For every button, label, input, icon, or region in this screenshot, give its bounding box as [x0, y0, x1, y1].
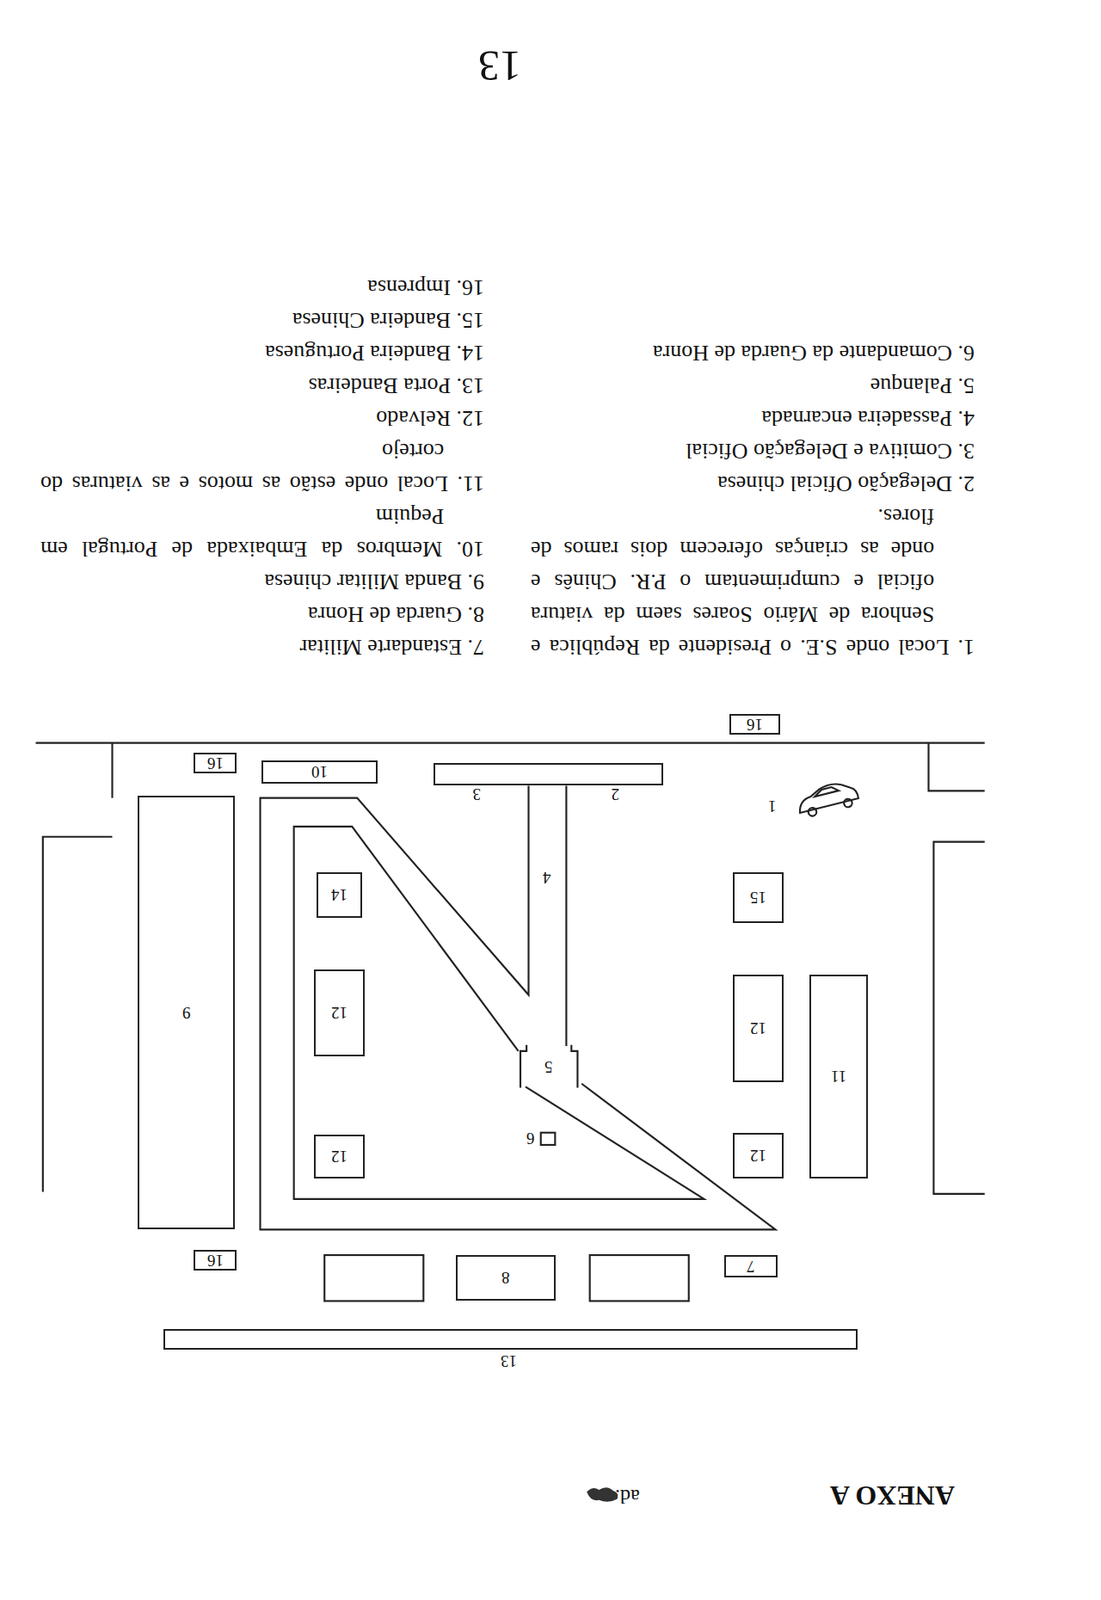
standard-box: 7 — [724, 1254, 778, 1278]
callout-number: 12 — [750, 1020, 767, 1037]
legend-column: 7. Estandarte Militar8. Guarda de Honra9… — [40, 229, 485, 664]
legend-item: 3. Comitiva e Delegação Oficial — [530, 434, 975, 468]
vehicle-area: 11 — [809, 974, 868, 1179]
callout-number: 8 — [501, 1269, 511, 1286]
callout-number: 5 — [544, 1058, 554, 1076]
callout-number: 16 — [207, 755, 224, 772]
building-corner — [110, 743, 113, 799]
building-corner — [928, 743, 985, 792]
commander-mark — [541, 1132, 556, 1145]
callout-number-holder: 6 — [526, 1130, 536, 1147]
handwritten-note: ad. — [615, 1486, 640, 1507]
callout-number: 14 — [331, 886, 348, 904]
band-area: 9 — [137, 795, 235, 1230]
lawn-box: 12 — [732, 1132, 784, 1179]
legend-item: 2. Delegação Oficial chinesa — [530, 467, 975, 500]
ink-blot — [586, 1487, 618, 1502]
callout-number-holder: 4 — [542, 869, 552, 886]
road-edge — [36, 742, 985, 745]
stand-symbol — [520, 1045, 578, 1089]
press-box: 16 — [193, 752, 237, 774]
callout-number: 9 — [182, 1004, 191, 1022]
lawn-box: 12 — [313, 969, 365, 1057]
callout-number-holder: 5 — [544, 1058, 554, 1076]
building-outline — [43, 836, 113, 1193]
callout-number: 12 — [331, 1148, 348, 1165]
callout-number: 11 — [830, 1068, 847, 1085]
legend-item: 11. Local onde estão as motos e as viatu… — [40, 434, 485, 500]
page-number: 13 — [478, 44, 522, 88]
guard-block: 8 — [455, 1254, 556, 1301]
carpet-stem — [565, 785, 567, 1046]
legend-item: 9. Banda Militar chinesa — [40, 565, 485, 598]
legend-item: 5. Palanque — [530, 369, 975, 402]
callout-number: 7 — [746, 1258, 756, 1275]
legend-item: 10. Membros da Embaixada de Portugal em … — [40, 499, 485, 566]
callout-number: 16 — [746, 716, 763, 733]
lawn-box: 12 — [313, 1134, 365, 1179]
legend-item: 1. Local onde S.E. o Presidente da Repúb… — [530, 499, 975, 664]
press-box: 16 — [729, 713, 781, 735]
callout-number: 12 — [750, 1147, 767, 1164]
legend-item: 7. Estandarte Militar — [40, 630, 485, 664]
callout-number: 2 — [611, 786, 621, 803]
legend-column: 1. Local onde S.E. o Presidente da Repúb… — [530, 229, 975, 664]
delegation-bar: 32 — [433, 762, 664, 786]
guard-block — [324, 1254, 424, 1301]
car-symbol — [794, 778, 860, 819]
legend-item: 13. Porta Bandeiras — [40, 369, 485, 402]
callout-number: 10 — [311, 763, 328, 781]
callout-number: 13 — [500, 1353, 517, 1370]
flag-box: 14 — [316, 872, 363, 918]
callout-number: 6 — [526, 1130, 536, 1147]
legend-item: 14. Bandeira Portuguesa — [40, 336, 485, 370]
annex-title: ANEXO A — [830, 1482, 955, 1510]
callout-number-holder: 1 — [768, 798, 777, 815]
embassy-block: 10 — [261, 760, 378, 784]
callout-number: 1 — [768, 798, 777, 815]
flag-bearers-bar: 13 — [163, 1328, 858, 1350]
building-outline — [933, 842, 985, 1194]
carpet-outer — [260, 785, 776, 1230]
legend-item: 4. Passadeira encarnada — [530, 401, 975, 435]
carpet-inner — [294, 826, 705, 1200]
legend-item: 15. Bandeira Chinesa — [40, 303, 485, 337]
lawn-box: 12 — [732, 974, 784, 1083]
guard-block — [590, 1254, 689, 1301]
callout-number: 12 — [331, 1004, 348, 1022]
page-number-holder: 13 — [478, 44, 522, 88]
annex-title-holder: ANEXO A — [830, 1482, 955, 1510]
legend-item: 12. Relvado — [40, 401, 485, 435]
flag-box: 15 — [732, 872, 784, 923]
callout-number: 3 — [473, 786, 482, 803]
legend-item: 6. Comandante da Guarda de Honra — [530, 336, 975, 370]
callout-number: 16 — [207, 1252, 224, 1269]
callout-number: 4 — [542, 869, 552, 886]
callout-number: 15 — [750, 889, 767, 906]
legend-item: 8. Guarda de Honra — [40, 597, 485, 631]
legend-item: 16. Imprensa — [40, 270, 485, 304]
press-box: 16 — [193, 1249, 237, 1271]
handwritten-note-holder: ad. — [615, 1486, 640, 1507]
